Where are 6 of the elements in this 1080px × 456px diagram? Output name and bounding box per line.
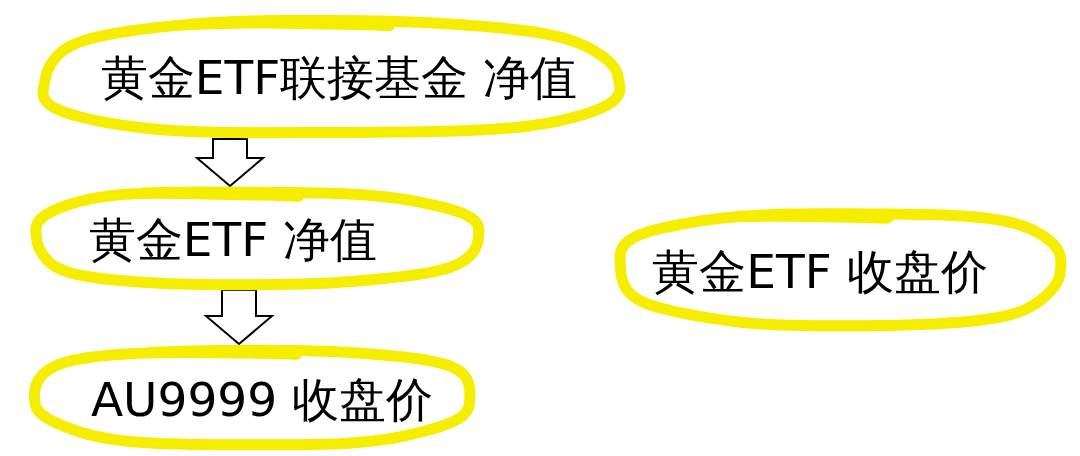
node-text: 黄金ETF 收盘价 <box>652 245 988 299</box>
block-arrow <box>203 289 275 346</box>
node-text: AU9999 收盘价 <box>90 373 434 427</box>
node-text: 黄金ETF联接基金 净值 <box>100 51 578 105</box>
node-text: 黄金ETF 净值 <box>88 213 378 267</box>
block-arrow <box>194 137 266 188</box>
